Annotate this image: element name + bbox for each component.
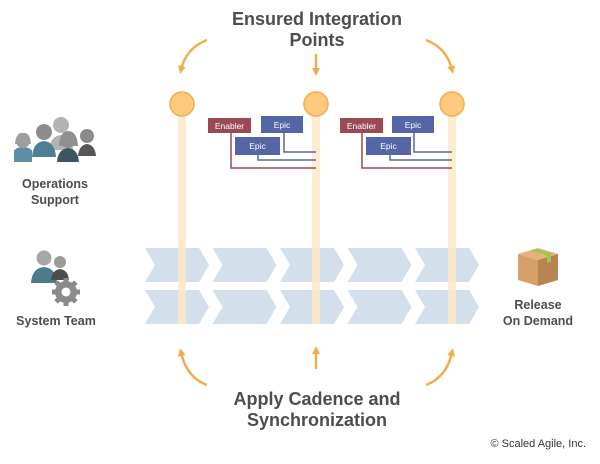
epic-top-box [261, 116, 303, 133]
release-on-demand-label: Release On Demand [488, 297, 588, 329]
epic-bottom-label: Epic [380, 141, 397, 151]
integration-line-2 [312, 112, 320, 324]
top-arrows [177, 38, 456, 76]
operations-support-line-2: Support [31, 193, 79, 207]
integration-group-2: Enabler Epic Epic [340, 116, 452, 169]
epic-bottom-connector [389, 155, 452, 161]
release-line-2: On Demand [502, 314, 574, 328]
epic-bottom-label: Epic [249, 141, 266, 151]
arrow-bottom-right [425, 348, 456, 387]
arrow-bottom-left [177, 348, 208, 387]
copyright-notice: © Scaled Agile, Inc. [490, 438, 586, 450]
integration-point-2 [303, 91, 329, 117]
release-box-icon [518, 248, 558, 286]
enabler-label: Enabler [347, 121, 376, 131]
bottom-arrows [177, 346, 456, 387]
bottom-heading: Apply Cadence and Synchronization [200, 389, 434, 431]
integration-point-1 [169, 91, 195, 117]
epic-top-box [392, 116, 434, 133]
chevron-timeline [145, 248, 479, 324]
epic-bottom-box [235, 137, 280, 155]
enabler-box [340, 118, 383, 133]
top-heading-line-2: Points [289, 30, 345, 50]
chevron-r1-4 [347, 248, 412, 282]
chevron-r2-5 [415, 290, 479, 324]
chevron-r1-5 [415, 248, 479, 282]
bottom-heading-line-1: Apply Cadence and [233, 389, 401, 409]
epic-top-label: Epic [405, 120, 422, 130]
arrow-top-right [425, 38, 456, 74]
top-heading-line-1: Ensured Integration [231, 9, 402, 29]
integration-line-3 [448, 112, 456, 324]
enabler-label: Enabler [215, 121, 244, 131]
chevron-r2-1 [145, 290, 209, 324]
operations-support-line-1: Operations [22, 177, 88, 191]
operations-support-label: Operations Support [5, 176, 105, 208]
integration-point-3 [439, 91, 465, 117]
enabler-box [208, 118, 251, 133]
enabler-connector [361, 133, 452, 169]
operations-support-icon [14, 117, 96, 162]
integration-lines [178, 112, 456, 324]
system-team-label: System Team [16, 314, 96, 328]
chevron-r2-2 [212, 290, 277, 324]
integration-group-1: Enabler Epic Epic [208, 116, 316, 169]
top-heading: Ensured Integration Points [200, 9, 434, 51]
integration-points [169, 91, 465, 117]
arrow-top-left [177, 38, 208, 74]
epic-bottom-connector [257, 155, 316, 161]
chevron-r2-4 [347, 290, 412, 324]
epic-top-label: Epic [274, 120, 291, 130]
integration-line-1 [178, 112, 186, 324]
chevron-r1-1 [145, 248, 209, 282]
system-team-icon [31, 250, 80, 306]
chevron-r1-2 [212, 248, 277, 282]
epic-bottom-box [366, 137, 411, 155]
epic-top-connector [413, 133, 452, 153]
epic-top-connector [283, 133, 316, 153]
bottom-heading-line-2: Synchronization [246, 410, 387, 430]
enabler-connector [230, 133, 316, 169]
release-line-1: Release [514, 298, 562, 312]
